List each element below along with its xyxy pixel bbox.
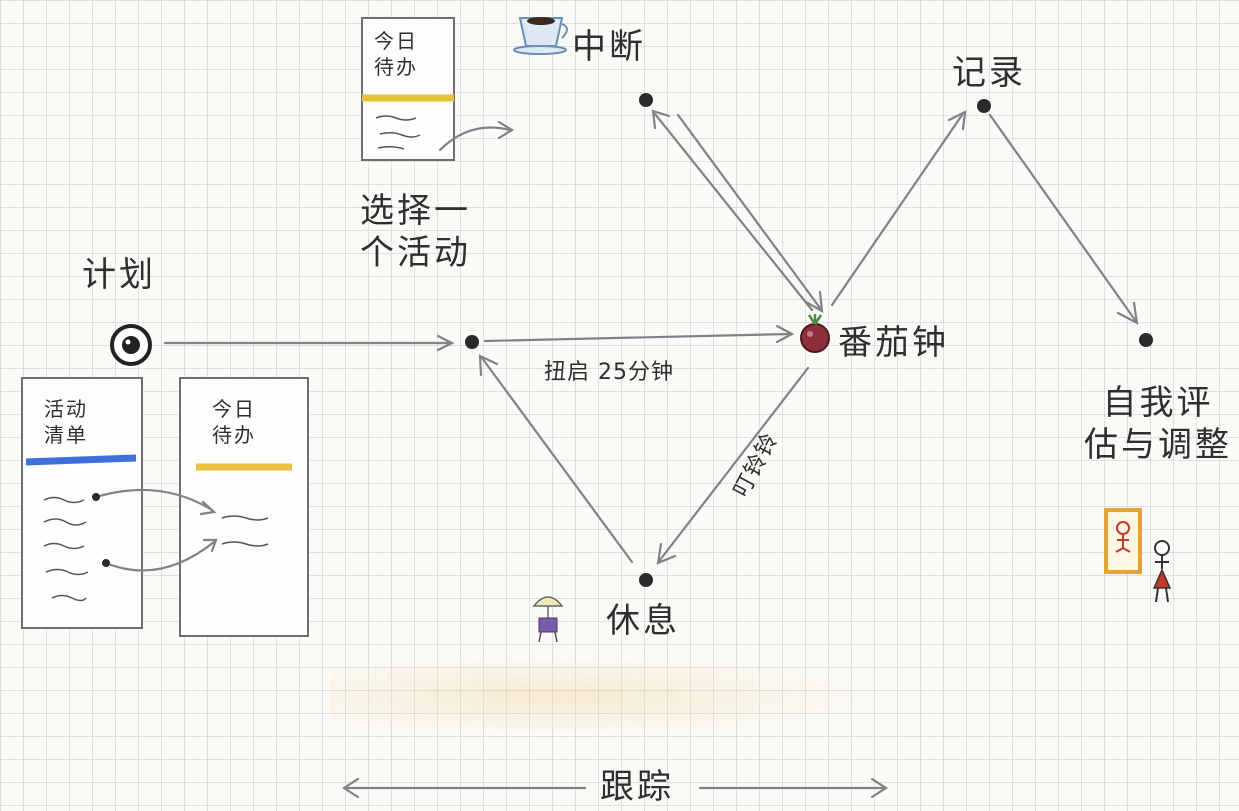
label-self-assess: 自我评 估与调整 xyxy=(1084,383,1232,465)
node-interrupt xyxy=(639,93,653,107)
label-tracking: 跟踪 xyxy=(600,767,674,807)
arrow-interrupt-to-pomodoro xyxy=(676,113,822,310)
arrow-choose-activity xyxy=(438,126,512,152)
label-interrupt: 中断 xyxy=(572,27,646,67)
arrow-pomodoro-to-record xyxy=(830,113,964,307)
label-rest: 休息 xyxy=(606,601,680,641)
arrow-start-to-pomodoro xyxy=(483,332,792,343)
label-pomodoro: 番茄钟 xyxy=(838,323,949,363)
coffee-cup-icon xyxy=(513,17,568,55)
arrow-pomodoro-to-interrupt xyxy=(653,112,814,312)
node-start xyxy=(465,335,479,349)
paper-today-todo-bottom xyxy=(179,377,309,637)
arrow-pomodoro-to-rest xyxy=(658,366,810,562)
node-record xyxy=(977,99,991,113)
paper-today-todo-top xyxy=(361,17,455,161)
paper-stain xyxy=(330,655,890,730)
arrow-rest-to-start xyxy=(480,356,634,564)
tomato-icon xyxy=(800,314,830,353)
paper-activity-list-title: 活动 清单 xyxy=(44,397,88,447)
label-start-timer: 扭启 25分钟 xyxy=(544,360,674,385)
label-choose-activity: 选择一 个活动 xyxy=(360,191,471,273)
paper-top-title: 今日 待办 xyxy=(374,29,418,79)
mirror-person-icon xyxy=(1104,508,1172,603)
arrow-record-to-assess xyxy=(988,113,1137,322)
label-record: 记录 xyxy=(952,53,1026,93)
label-plan: 计划 xyxy=(82,255,156,295)
paper-bottom-title: 今日 待办 xyxy=(212,397,256,447)
node-rest xyxy=(639,573,653,587)
umbrella-icon xyxy=(532,596,564,643)
node-self-assess xyxy=(1139,333,1153,347)
paper-activity-list xyxy=(21,377,143,629)
eye-icon xyxy=(110,324,152,366)
arrow-list-to-todo-1 xyxy=(94,488,214,512)
arrow-list-to-todo-2 xyxy=(104,540,216,572)
